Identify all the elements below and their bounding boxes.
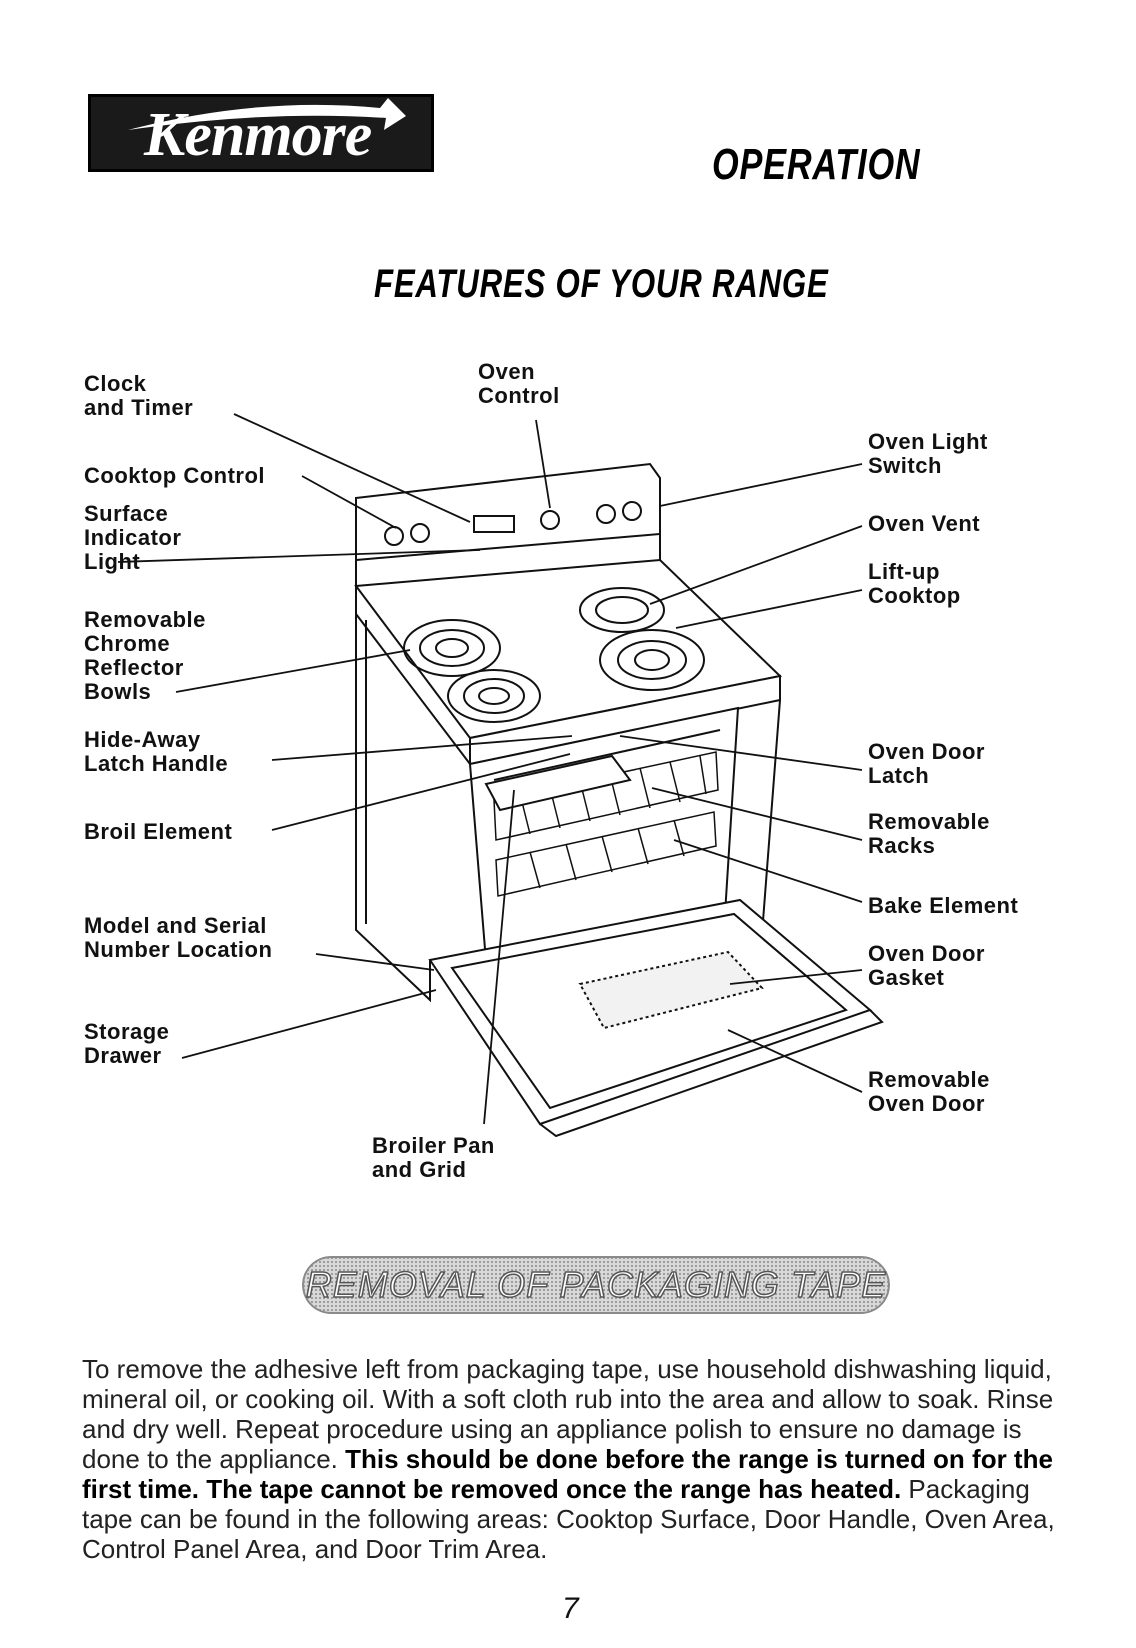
oven-racks xyxy=(493,751,719,897)
range-illustration xyxy=(117,413,884,1138)
label-oven-door-latch: Oven Door Latch xyxy=(868,739,985,788)
packaging-tape-instructions: To remove the adhesive left from packagi… xyxy=(82,1354,1062,1564)
label-lift-up-cooktop: Lift-up Cooktop xyxy=(868,559,961,608)
section-title: OPERATION xyxy=(712,140,921,189)
label-surface-indicator-light: Surface Indicator Light xyxy=(84,501,182,574)
logo-text: Kenmore xyxy=(144,101,372,169)
label-oven-light-switch: Oven Light Switch xyxy=(868,429,988,478)
logo-swoosh-icon xyxy=(128,98,406,130)
burners xyxy=(403,587,705,723)
oven-body xyxy=(355,614,431,1003)
label-broiler-pan-grid: Broiler Pan and Grid xyxy=(372,1133,495,1182)
label-oven-door-gasket: Oven Door Gasket xyxy=(868,941,985,990)
label-storage-drawer: Storage Drawer xyxy=(84,1019,170,1068)
instructions-part-2: Packaging tape can be found in the follo… xyxy=(82,1474,1055,1564)
diagram-title: FEATURES OF YOUR RANGE xyxy=(374,262,829,306)
control-knobs xyxy=(384,501,642,546)
kenmore-logo: Kenmore xyxy=(88,94,434,172)
broiler-pan xyxy=(484,754,632,812)
instructions-warning: This should be done before the range is … xyxy=(82,1444,1053,1504)
label-chrome-reflector-bowls: Removable Chrome Reflector Bowls xyxy=(84,607,206,704)
label-oven-control: Oven Control xyxy=(478,359,560,408)
label-hide-away-latch-handle: Hide-Away Latch Handle xyxy=(84,727,229,776)
label-oven-vent: Oven Vent xyxy=(868,511,981,536)
instructions-part-1: To remove the adhesive left from packagi… xyxy=(82,1354,1054,1474)
label-clock-timer: Clock and Timer xyxy=(84,371,194,420)
label-removable-racks: Removable Racks xyxy=(868,809,990,858)
packaging-tape-banner: REMOVAL OF PACKAGING TAPE xyxy=(302,1256,890,1314)
label-cooktop-control: Cooktop Control xyxy=(84,463,266,488)
label-removable-oven-door: Removable Oven Door xyxy=(868,1067,990,1116)
label-broil-element: Broil Element xyxy=(84,819,233,844)
leader-lines xyxy=(117,413,863,1125)
label-bake-element: Bake Element xyxy=(868,893,1019,918)
page-number: 7 xyxy=(562,1592,579,1625)
banner-title: REMOVAL OF PACKAGING TAPE xyxy=(305,1263,887,1306)
label-model-serial-location: Model and Serial Number Location xyxy=(84,913,273,962)
